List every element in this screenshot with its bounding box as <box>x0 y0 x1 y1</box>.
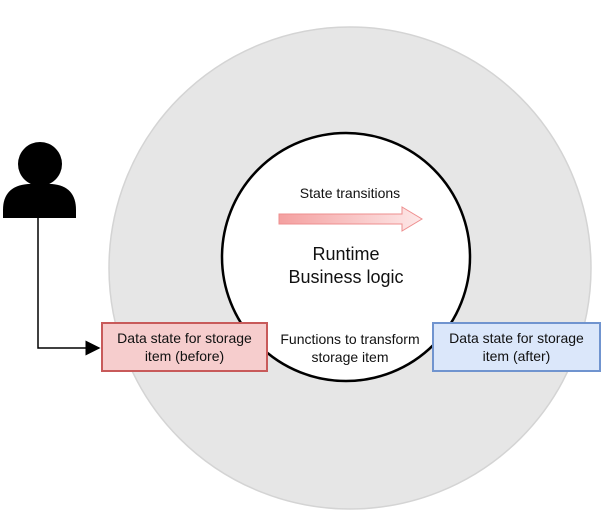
inner-circle <box>220 131 472 383</box>
functions-label: Functions to transform storage item <box>266 331 434 366</box>
runtime-label: Runtime Business logic <box>246 243 446 288</box>
functions-label-line1: Functions to transform <box>280 331 420 347</box>
runtime-label-line2: Business logic <box>288 266 404 287</box>
user-icon <box>3 142 76 218</box>
runtime-label-line1: Runtime <box>312 244 380 264</box>
before-box-line1: Data state for storage <box>117 329 252 346</box>
after-box-line2: item (after) <box>482 348 551 364</box>
state-transitions-label: State transitions <box>299 185 401 201</box>
functions-label-line2: storage item <box>311 348 389 365</box>
arrow-right-icon <box>278 206 423 232</box>
before-state-box: Data state for storage item (before) <box>101 322 268 372</box>
after-state-box: Data state for storage item (after) <box>432 322 601 372</box>
before-box-line2: item (before) <box>144 348 225 364</box>
user-connector-arrow <box>37 218 101 356</box>
after-box-line1: Data state for storage <box>449 329 584 346</box>
